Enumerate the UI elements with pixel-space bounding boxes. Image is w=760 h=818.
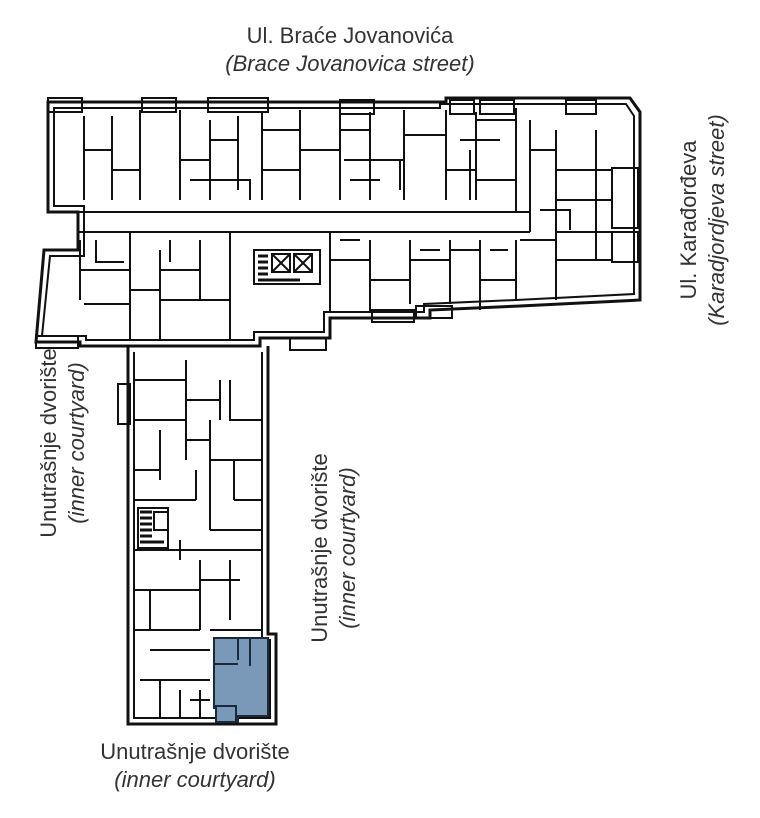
- balcony: [141, 97, 177, 113]
- balcony: [479, 99, 515, 115]
- courtyard-label-bottom: Unutrašnje dvorište (inner courtyard): [40, 738, 350, 794]
- partition: [80, 249, 516, 305]
- balcony: [449, 99, 475, 115]
- balcony: [35, 335, 79, 349]
- street-label-brace-jovanovica: Ul. Braće Jovanovića (Brace Jovanovica s…: [150, 22, 550, 78]
- building-outline-top-inner: [40, 103, 635, 341]
- floor-plan-walls: [34, 96, 642, 726]
- balcony: [371, 309, 415, 323]
- balcony: [117, 383, 131, 425]
- stair-steps: [140, 510, 164, 544]
- partition: [79, 232, 517, 340]
- window-bay: [611, 231, 639, 263]
- balcony: [47, 97, 83, 113]
- balcony: [289, 337, 327, 351]
- balcony: [415, 305, 453, 319]
- building-outline-wing-inner: [133, 352, 271, 719]
- balcony: [339, 99, 375, 115]
- street-name-local: Ul. Braće Jovanovića: [246, 23, 454, 48]
- partition: [140, 679, 210, 718]
- highlighted-apartment[interactable]: [213, 637, 269, 723]
- street-name-english: (Brace Jovanovica street): [225, 51, 475, 76]
- partition: [190, 139, 500, 200]
- stairwell: [253, 249, 321, 285]
- balcony: [207, 97, 269, 113]
- elevator: [153, 511, 169, 531]
- elevator-cross: [271, 253, 313, 273]
- balcony: [565, 99, 597, 115]
- courtyard-name-english: (inner courtyard): [114, 767, 276, 792]
- courtyard-name-local: Unutrašnje dvorište: [100, 739, 290, 764]
- partition: [134, 360, 262, 531]
- stair-steps: [258, 254, 300, 282]
- partition: [520, 120, 612, 300]
- window-bay: [611, 167, 639, 229]
- partition: [83, 108, 517, 212]
- elevator: [293, 253, 313, 273]
- building-outline-wing: [126, 346, 278, 726]
- partition: [95, 239, 508, 263]
- elevator: [271, 253, 291, 273]
- partition: [134, 430, 262, 651]
- partition: [84, 119, 516, 181]
- building-outline-top-block: [34, 96, 642, 348]
